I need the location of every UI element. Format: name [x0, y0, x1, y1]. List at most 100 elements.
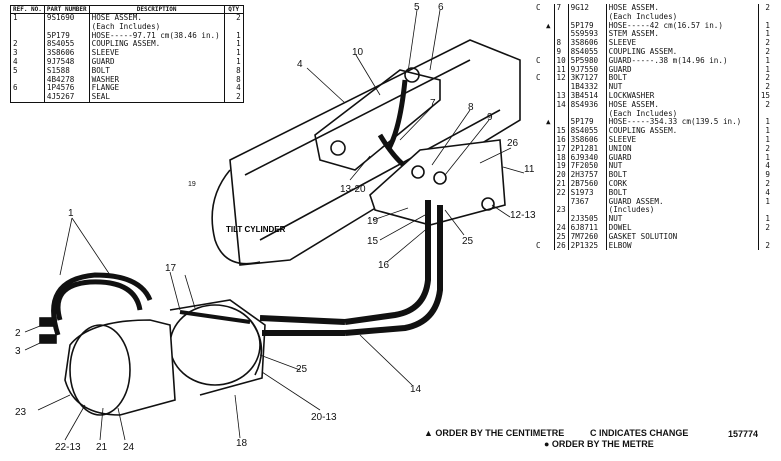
row-description: BOLT [605, 170, 759, 180]
tilt-cylinder-label: TILT CYLINDER [226, 225, 286, 234]
row-part-number: 5P179 [567, 21, 607, 31]
left-table-row: (Each Includes) [11, 22, 243, 32]
row-ref: 23 [553, 206, 569, 216]
row-qty: 1 [757, 214, 772, 224]
row-ref: 19 [553, 162, 569, 172]
row-change-flag: C [536, 3, 541, 12]
right-table-row: (Each Includes) [534, 109, 772, 119]
row-qty: 2 [757, 38, 772, 48]
callout-10: 10 [352, 47, 364, 58]
short-hose-7 [385, 79, 408, 152]
left-table-header: REF. NO. PART NUMBER DESCRIPTION QTY [11, 6, 243, 14]
row-qty: 1 [757, 56, 772, 66]
row-qty: 1 [757, 197, 772, 207]
row-description: GUARD [605, 153, 759, 163]
row-description: GUARD [605, 65, 759, 75]
callout-5: 5 [414, 2, 420, 13]
callout-25-upper: 25 [462, 236, 474, 247]
row-qty: 2 [223, 92, 243, 102]
row-description: GUARD ASSEM. [605, 197, 759, 207]
row-description: GUARD [88, 57, 225, 67]
row-description: COUPLING ASSEM. [605, 126, 759, 136]
callout-13-20: 13-20 [340, 184, 366, 195]
row-description: HOSE ASSEM. [605, 3, 759, 13]
row-qty: 15 [757, 91, 772, 101]
row-ref [553, 12, 569, 22]
row-part-number: 1P4576 [43, 84, 90, 94]
row-part-number: 6J9340 [567, 153, 607, 163]
metre-note: ● ORDER BY THE METRE [544, 439, 654, 449]
hose-1-b [51, 272, 153, 336]
row-part-number: 7F2050 [567, 162, 607, 172]
row-change-flag: C [536, 240, 541, 250]
row-description: SLEEVE [88, 48, 225, 58]
row-part-number [567, 109, 607, 119]
row-part-number: 3S8606 [567, 38, 607, 48]
row-description: SLEEVE [605, 135, 759, 145]
row-part-number [43, 22, 90, 32]
row-qty: 1 [223, 31, 243, 41]
callout-1: 1 [68, 208, 74, 219]
row-change-flag: C [536, 55, 541, 65]
row-qty: 1 [757, 135, 772, 145]
row-part-number: 5S9593 [567, 30, 607, 40]
row-part-number: 2B7560 [567, 179, 607, 189]
row-part-number: 5P179 [43, 31, 90, 41]
right-table-row: (Each Includes) [534, 12, 772, 22]
callout-14: 14 [410, 384, 422, 395]
row-ref [553, 21, 569, 31]
row-qty: 2 [757, 241, 772, 251]
row-part-number: S1588 [43, 66, 90, 76]
row-description: HOSE ASSEM. [88, 13, 225, 23]
row-ref: 12 [553, 74, 569, 84]
row-description: DOWEL [605, 223, 759, 233]
row-description: HOSE-----354.33 cm(139.5 in.) [605, 118, 759, 128]
callout-22-13: 22-13 [55, 442, 81, 453]
row-qty: 8 [223, 66, 243, 76]
row-qty: 1 [757, 126, 772, 136]
row-description: SEAL [88, 92, 225, 102]
row-qty [757, 109, 772, 119]
row-part-number [567, 12, 607, 22]
right-table-row: 23(Includes) [534, 206, 772, 216]
row-description: UNION [605, 144, 759, 154]
row-description: LOCKWASHER [605, 91, 759, 101]
row-qty: 1 [757, 118, 772, 128]
row-ref: 15 [553, 126, 569, 136]
row-qty: 1 [757, 21, 772, 31]
row-description: (Each Includes) [88, 22, 225, 32]
row-part-number: 5P5980 [567, 56, 607, 66]
row-part-number: 8S4936 [567, 100, 607, 110]
row-ref: 18 [553, 153, 569, 163]
figure-number: 157774 [728, 429, 759, 439]
row-description: BOLT [605, 74, 759, 84]
header-ref: REF. NO. [11, 6, 45, 14]
callout-2: 2 [15, 328, 21, 339]
row-ref: 17 [553, 144, 569, 154]
row-description: CORK [605, 179, 759, 189]
callout-8: 8 [468, 102, 474, 113]
header-qty: QTY [223, 6, 243, 14]
row-ref: 21 [553, 179, 569, 189]
row-ref: 1 [13, 13, 18, 22]
row-change-flag: C [536, 73, 541, 83]
header-desc: DESCRIPTION [88, 6, 225, 14]
